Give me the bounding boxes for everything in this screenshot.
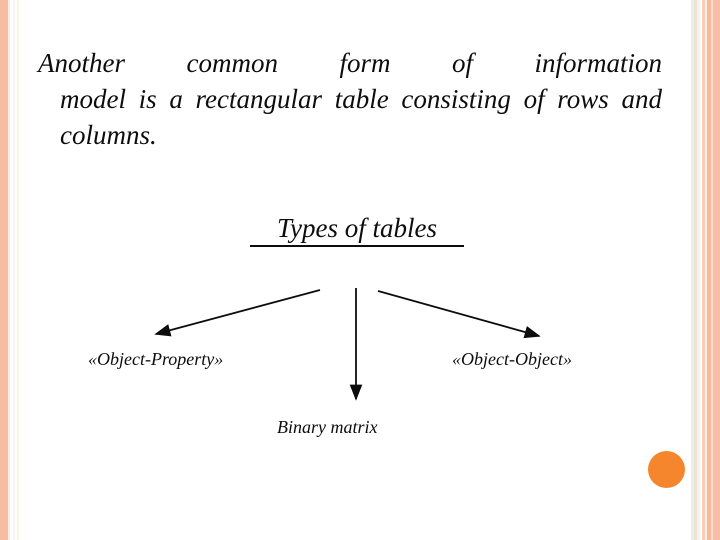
diagram-node-object-property: «Object-Property»	[88, 349, 224, 369]
body-paragraph-line-rest: model is a rectangular table consisting …	[60, 84, 662, 150]
diagram-node-object-object: «Object-Object»	[452, 349, 572, 369]
arrow-to-object-object-icon	[377, 290, 541, 339]
diagram-node-binary-matrix: Binary matrix	[277, 417, 378, 437]
section-title: Types of tables	[250, 212, 464, 247]
body-paragraph: Another common form of information model…	[38, 45, 662, 153]
body-paragraph-line-1: Another common form of information	[38, 48, 662, 78]
arrow-to-object-property-icon	[154, 289, 321, 337]
accent-circle	[648, 451, 685, 488]
